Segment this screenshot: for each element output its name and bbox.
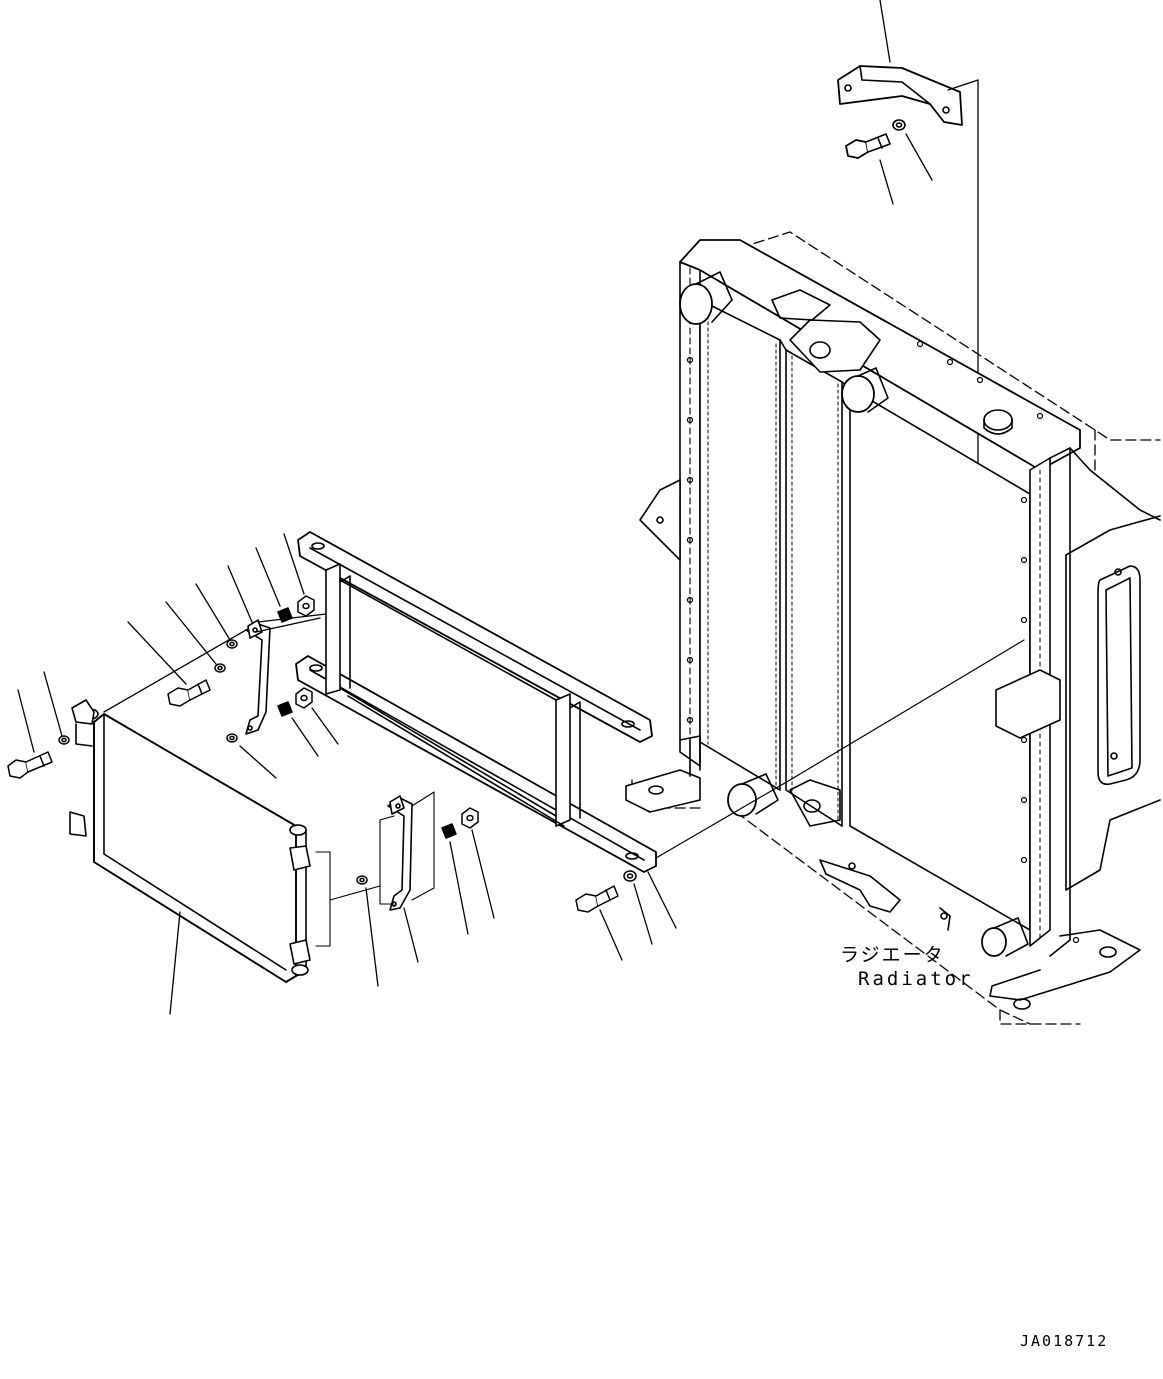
upper-stay [245, 619, 271, 735]
top-bracket [837, 0, 1025, 637]
radiator-label-japanese: ラジエータ [840, 944, 945, 966]
radiator-assembly [625, 231, 1161, 1025]
fasteners [7, 595, 637, 913]
radiator-label-english: Radiator [858, 968, 974, 990]
condenser-mounting-frame [295, 531, 1025, 873]
callout-leader-lines [17, 533, 677, 987]
lower-stay [379, 791, 435, 911]
drawing-number: JA018712 [1020, 1332, 1109, 1350]
condenser [69, 699, 381, 1015]
